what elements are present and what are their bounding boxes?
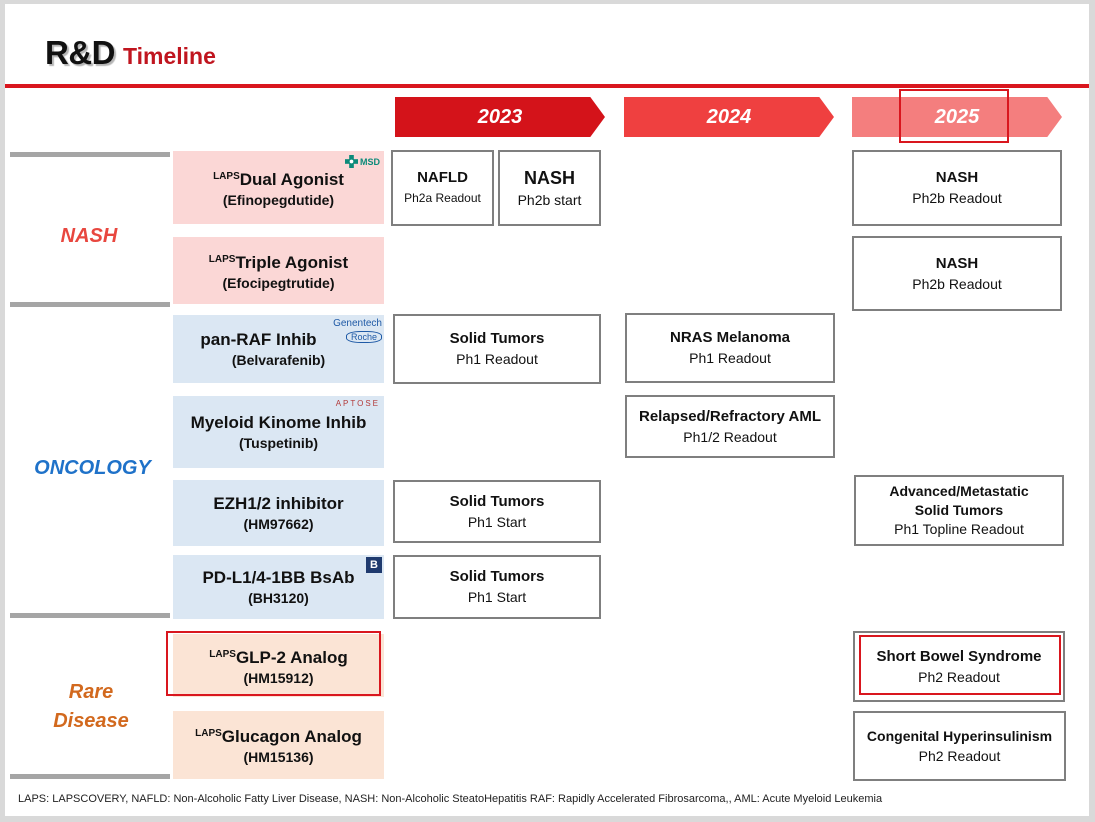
- program-dual-agonist: LAPSDual Agonist (Efinopegdutide) MSD: [173, 151, 384, 224]
- milestone-nash-dual-2025: NASH Ph2b Readout: [852, 150, 1062, 226]
- category-rare-disease: Rare Disease: [5, 678, 177, 736]
- milestone-advanced-solid-tumors-2025: Advanced/Metastatic Solid Tumors Ph1 Top…: [854, 475, 1064, 546]
- program-pan-raf-inhib: pan-RAF Inhib (Belvarafenib) Genentech R…: [173, 315, 384, 383]
- separator-top: [10, 152, 170, 157]
- slide: R&D Timeline 2023 2024 2025 NASH ONCOLOGY…: [5, 4, 1089, 816]
- genentech-roche-logo: Genentech Roche: [333, 318, 382, 343]
- title-sub: Timeline: [123, 43, 216, 69]
- year-arrow-2025: 2025: [852, 97, 1062, 137]
- b-badge-logo: B: [366, 557, 382, 573]
- aptose-logo: APTOSE: [335, 399, 380, 408]
- separator-bottom: [10, 774, 170, 779]
- genentech-logo: Genentech: [333, 318, 382, 329]
- page-title: R&D Timeline: [45, 34, 216, 72]
- program-name: pan-RAF Inhib: [200, 329, 317, 349]
- program-code: (HM97662): [243, 515, 314, 532]
- milestone-solid-tumors-ezh-2023: Solid Tumors Ph1 Start: [393, 480, 601, 543]
- program-name: LAPSGlucagon Analog: [195, 727, 362, 746]
- year-label-2023: 2023: [477, 105, 523, 128]
- program-name: LAPSGLP-2 Analog: [209, 647, 348, 667]
- program-code: (HM15136): [243, 749, 314, 765]
- program-glucagon-analog: LAPSGlucagon Analog (HM15136): [173, 711, 384, 779]
- separator-oncology-rare: [10, 613, 170, 618]
- program-name: EZH1/2 inhibitor: [213, 493, 344, 513]
- milestone-short-bowel-2025: Short Bowel Syndrome Ph2 Readout: [853, 631, 1065, 702]
- milestone-solid-tumors-raf-2023: Solid Tumors Ph1 Readout: [393, 314, 601, 384]
- roche-logo: Roche: [345, 331, 382, 343]
- msd-logo-icon: [345, 155, 358, 168]
- year-label-2024: 2024: [706, 105, 752, 128]
- program-myeloid-kinome-inhib: Myeloid Kinome Inhib (Tuspetinib) APTOSE: [173, 396, 384, 468]
- program-code: (Efocipegtrutide): [222, 274, 335, 291]
- title-rule: [5, 84, 1089, 88]
- footnote: LAPS: LAPSCOVERY, NAFLD: Non-Alcoholic F…: [18, 793, 883, 805]
- milestone-nash-triple-2025: NASH Ph2b Readout: [852, 236, 1062, 311]
- program-name: LAPSTriple Agonist: [208, 252, 349, 272]
- msd-logo: MSD: [345, 155, 380, 168]
- category-rare-line2: Disease: [53, 710, 129, 732]
- milestone-nash-2023: NASH Ph2b start: [498, 150, 601, 226]
- year-arrow-2024: 2024: [624, 97, 834, 137]
- milestone-aml-2024: Relapsed/Refractory AML Ph1/2 Readout: [625, 395, 835, 458]
- category-oncology: ONCOLOGY: [34, 457, 151, 479]
- year-label-2025: 2025: [934, 105, 980, 128]
- highlight-short-bowel: [859, 635, 1061, 695]
- program-code: (HM15912): [243, 669, 314, 686]
- highlight-glp2-analog: [166, 631, 381, 696]
- title-main: R&D: [45, 34, 116, 71]
- category-nash: NASH: [60, 225, 118, 247]
- program-pd-l1-bsab: PD-L1/4-1BB BsAb (BH3120) B: [173, 555, 384, 619]
- program-triple-agonist: LAPSTriple Agonist (Efocipegtrutide): [173, 237, 384, 304]
- program-name: PD-L1/4-1BB BsAb: [202, 567, 355, 587]
- separator-nash-oncology: [10, 302, 170, 307]
- highlight-2025: [899, 89, 1009, 143]
- milestone-hyperinsulinism-2025: Congenital Hyperinsulinism Ph2 Readout: [853, 711, 1066, 781]
- year-arrow-2023: 2023: [395, 97, 605, 137]
- milestone-nafld-2023: NAFLD Ph2a Readout: [391, 150, 494, 226]
- milestone-nras-melanoma-2024: NRAS Melanoma Ph1 Readout: [625, 313, 835, 383]
- program-code: (Efinopegdutide): [222, 191, 335, 208]
- program-name: LAPSDual Agonist: [213, 169, 344, 189]
- program-code: (BH3120): [248, 589, 309, 606]
- program-ezh-inhibitor: EZH1/2 inhibitor (HM97662): [173, 480, 384, 546]
- program-glp2-analog: LAPSGLP-2 Analog (HM15912): [173, 634, 384, 697]
- program-code: (Tuspetinib): [238, 434, 319, 451]
- program-code: (Belvarafenib): [231, 351, 326, 368]
- program-name: Myeloid Kinome Inhib: [190, 412, 367, 432]
- category-rare-line1: Rare: [68, 681, 114, 703]
- milestone-solid-tumors-bsab-2023: Solid Tumors Ph1 Start: [393, 555, 601, 619]
